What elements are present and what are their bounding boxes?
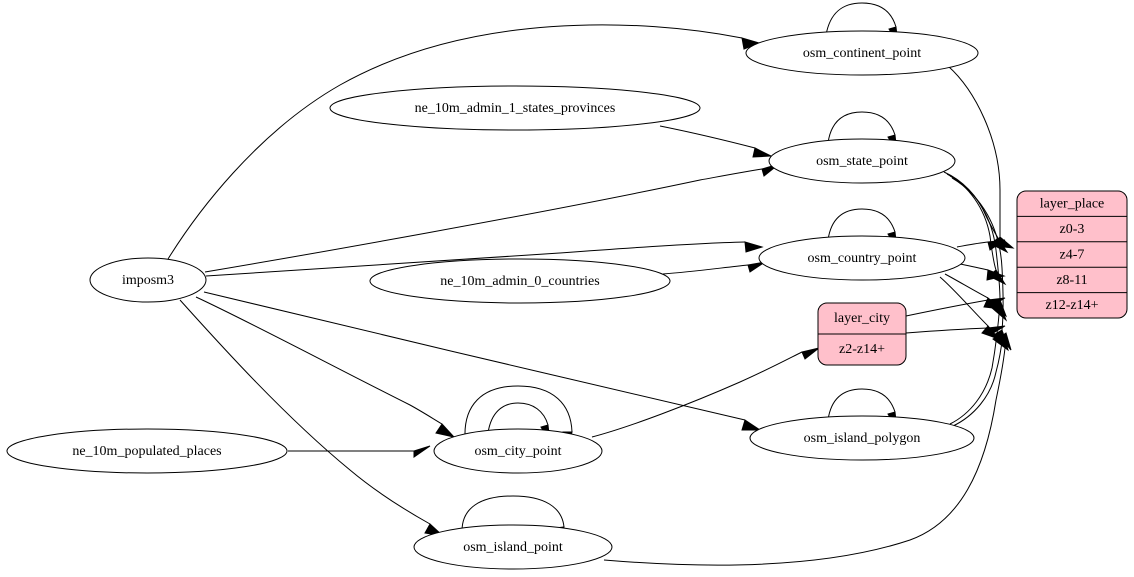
node-label-imposm3: imposm3 [122, 273, 174, 288]
node-label-osm_island_polygon: osm_island_polygon [804, 431, 921, 446]
node-label-osm_country_point: osm_country_point [808, 251, 917, 266]
record-row-layer_place-z8-11[interactable]: z8-11 [1056, 273, 1087, 288]
edge-admin_0_countries-to-osm_country_point [662, 261, 766, 275]
node-osm_island_polygon[interactable]: osm_island_polygon [749, 415, 975, 461]
record-row-layer_city-header: layer_city [834, 311, 890, 326]
node-layer: imposm3 ne_10m_admin_1_states_provinces … [6, 30, 979, 570]
node-label-osm_island_point: osm_island_point [463, 540, 563, 555]
record-node-layer: layer_place z0-3 z4-7 z8-11 z12-z14+ lay… [817, 190, 1128, 366]
edge-osm_city_point-to-layer_city_z2 [591, 347, 820, 438]
edge-populated_places-to-osm_city_point [288, 445, 431, 458]
record-row-layer_place-header: layer_place [1040, 197, 1105, 212]
node-osm_island_point[interactable]: osm_island_point [413, 524, 613, 570]
node-label-ne_10m_admin_1_states_provinces: ne_10m_admin_1_states_provinces [415, 101, 616, 116]
edge-layer_city-to-layer_place_z12 [905, 325, 1006, 336]
edge-osm_island_polygon-to-layer_place_z8_11 [949, 302, 1008, 425]
edge-osm_island_point-to-layer_place_z12 [603, 332, 1012, 566]
record-row-layer_city-z2-z14plus[interactable]: z2-z14+ [839, 342, 885, 357]
edge-imposm3-to-osm_city_point [195, 296, 456, 438]
node-imposm3[interactable]: imposm3 [89, 257, 207, 303]
node-label-ne_10m_populated_places: ne_10m_populated_places [72, 444, 221, 459]
record-node-layer_city[interactable]: layer_city z2-z14+ [817, 302, 907, 366]
record-node-layer_place[interactable]: layer_place z0-3 z4-7 z8-11 z12-z14+ [1016, 190, 1128, 319]
node-label-osm_city_point: osm_city_point [474, 444, 561, 459]
edge-osm_continent_point-to-layer_place_z0_3 [947, 65, 1015, 249]
node-ne_10m_populated_places[interactable]: ne_10m_populated_places [6, 428, 288, 474]
edge-states_provinces-to-osm_state_point [659, 125, 773, 158]
edge-layer_city-to-layer_place_z8_11 [905, 297, 1006, 317]
node-ne_10m_admin_0_countries[interactable]: ne_10m_admin_0_countries [369, 258, 671, 304]
node-osm_country_point[interactable]: osm_country_point [758, 235, 966, 281]
node-label-osm_state_point: osm_state_point [816, 154, 908, 169]
edge-imposm3-to-osm_state_point [204, 163, 780, 273]
node-label-ne_10m_admin_0_countries: ne_10m_admin_0_countries [440, 274, 599, 289]
edge-imposm3-to-osm_island_polygon [203, 291, 762, 431]
edge-osm_country_point-to-layer_place_z0_3 [956, 239, 1006, 251]
node-osm_continent_point[interactable]: osm_continent_point [745, 30, 979, 76]
node-osm_city_point[interactable]: osm_city_point [433, 428, 603, 474]
edge-imposm3-to-osm_island_point [179, 299, 445, 537]
node-osm_state_point[interactable]: osm_state_point [768, 138, 956, 184]
edge-imposm3-to-osm_country_point [205, 241, 764, 277]
node-ne_10m_admin_1_states_provinces[interactable]: ne_10m_admin_1_states_provinces [329, 85, 701, 131]
record-row-layer_place-z0-3[interactable]: z0-3 [1060, 222, 1085, 237]
record-row-layer_place-z4-7[interactable]: z4-7 [1060, 247, 1085, 262]
node-label-osm_continent_point: osm_continent_point [803, 46, 921, 61]
record-row-layer_place-z12-z14plus[interactable]: z12-z14+ [1046, 298, 1099, 313]
edge-imposm3-to-osm_continent_point [167, 24, 761, 260]
edge-layer [167, 2, 1015, 566]
edge-osm_country_point-to-layer_place_z4_7 [959, 263, 1006, 281]
